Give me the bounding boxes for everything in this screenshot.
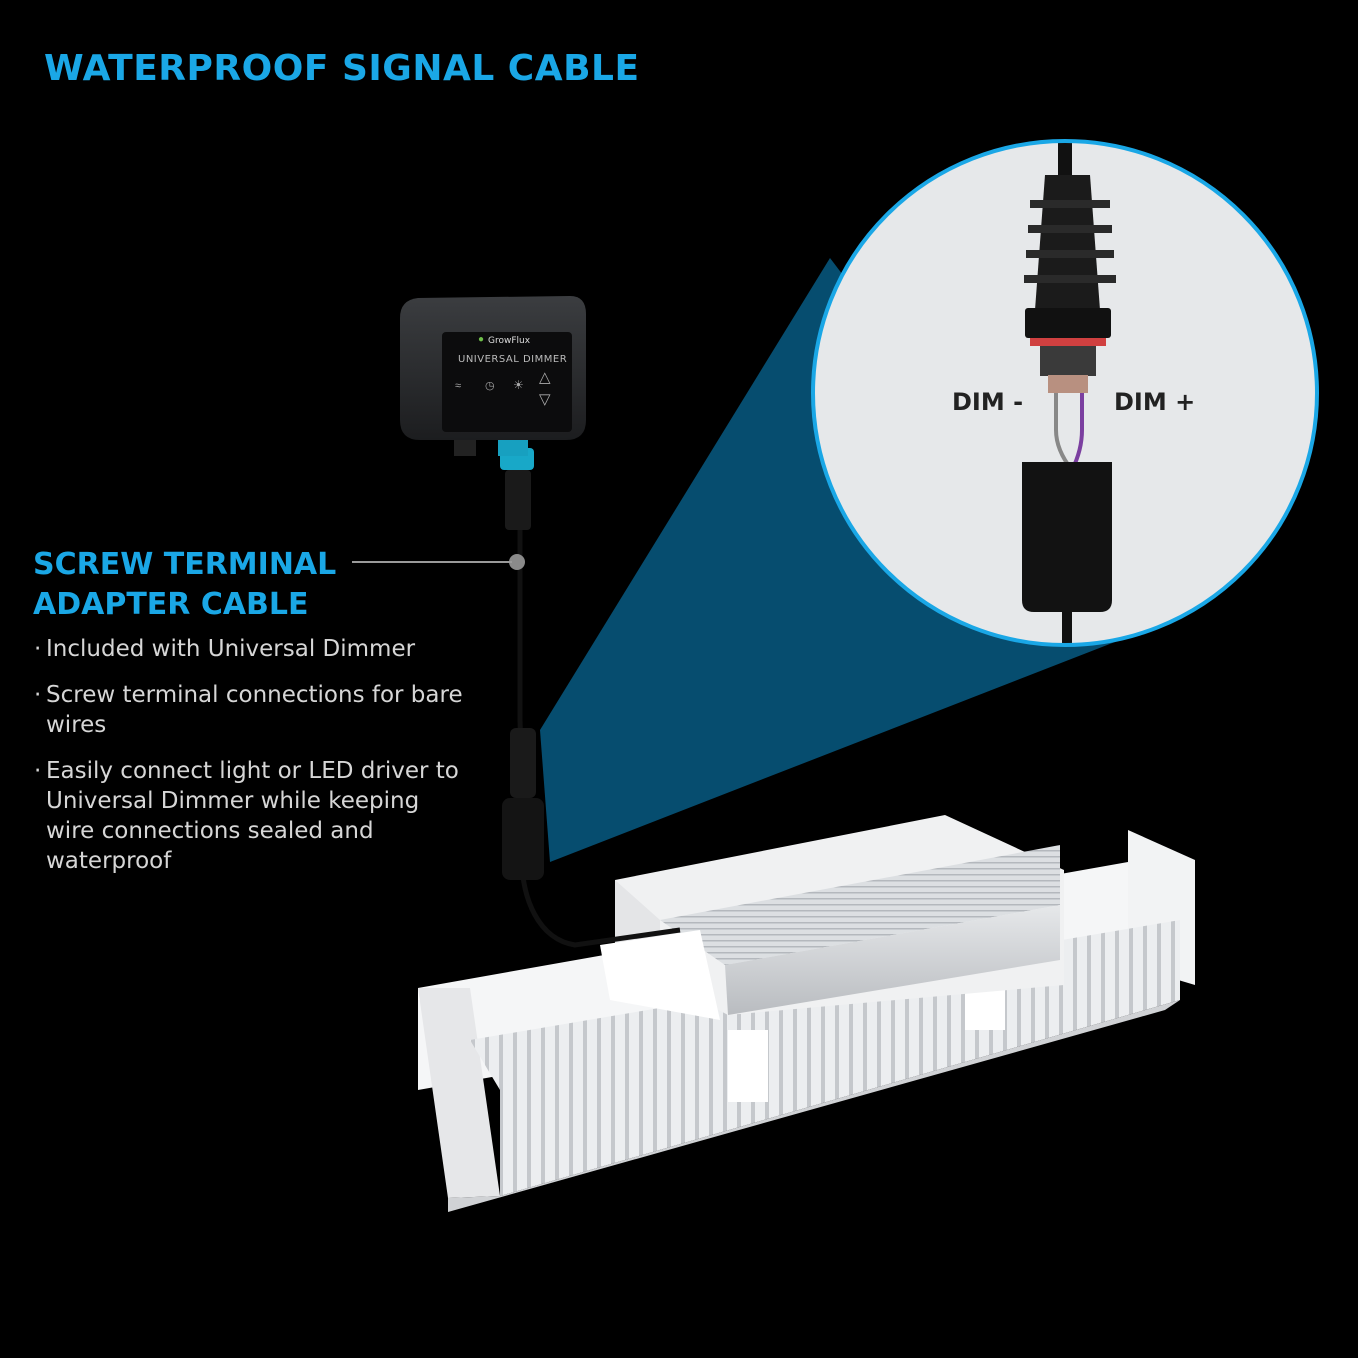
dimmer-brand: GrowFlux xyxy=(488,336,531,346)
arrow-down-icon: ▽ xyxy=(539,391,551,408)
dimmer-brand-leaf-icon: ● xyxy=(478,334,485,345)
sun-icon: ☀ xyxy=(513,378,524,392)
feature-item: Easily connect light or LED driver to Un… xyxy=(34,756,474,876)
wifi-icon: ≈ xyxy=(455,380,462,392)
dim-plus-label: DIM + xyxy=(1114,388,1196,416)
dimmer-label: UNIVERSAL DIMMER xyxy=(458,354,568,365)
led-driver xyxy=(600,815,1064,1020)
adapter-cable xyxy=(500,448,681,948)
feature-list: Included with Universal Dimmer Screw ter… xyxy=(34,634,474,892)
arrow-up-icon: △ xyxy=(539,369,551,386)
detail-magnifier xyxy=(811,139,1319,647)
feature-item: Included with Universal Dimmer xyxy=(34,634,474,664)
callout-title: SCREW TERMINAL ADAPTER CABLE xyxy=(33,545,336,625)
clock-icon: ◷ xyxy=(485,380,495,392)
page-title: WATERPROOF SIGNAL CABLE xyxy=(44,48,640,89)
universal-dimmer xyxy=(400,296,586,456)
zoom-beam xyxy=(540,258,1120,862)
callout-title-line1: SCREW TERMINAL xyxy=(33,547,337,582)
callout-title-line2: ADAPTER CABLE xyxy=(33,587,309,622)
feature-item: Screw terminal connections for bare wire… xyxy=(34,680,474,740)
dim-minus-label: DIM - xyxy=(952,388,1024,416)
